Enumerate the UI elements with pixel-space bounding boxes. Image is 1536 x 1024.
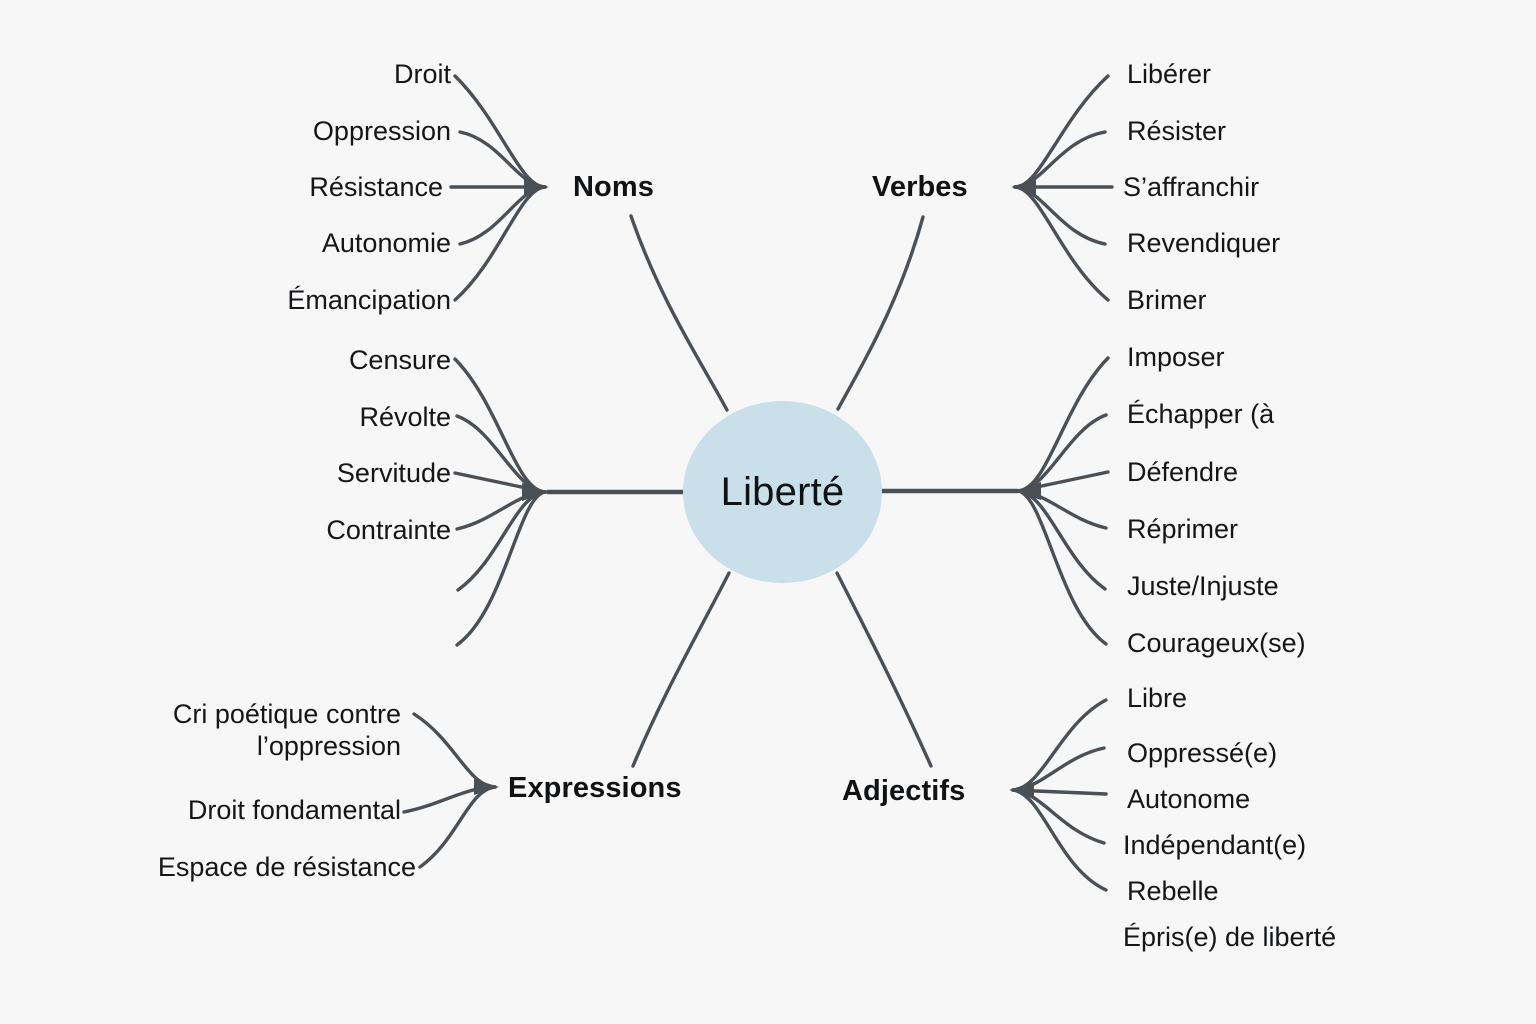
leaf-label-verbes-resister[interactable]: Résister	[1127, 116, 1227, 146]
hub-label-expressions[interactable]: Expressions	[508, 772, 682, 804]
leaf-label-middle-left-revolte[interactable]: Révolte	[359, 402, 451, 432]
leaf-label-adjectifs-epris[interactable]: Épris(e) de liberté	[1123, 922, 1337, 952]
leaf-label-verbes-revendiquer[interactable]: Revendiquer	[1127, 228, 1281, 258]
leaf-wire-middle-left-1	[455, 414, 547, 494]
leaf-wire-verbes-4	[1013, 185, 1110, 302]
leaf-wire-middle-right-1	[1016, 413, 1108, 493]
leaf-label-expressions-espace-resistance[interactable]: Espace de résistance	[157, 852, 416, 882]
center-node[interactable]: Liberté	[683, 401, 882, 583]
leaf-label-middle-left-servitude[interactable]: Servitude	[336, 458, 451, 488]
leaf-label-adjectifs-libre[interactable]: Libre	[1127, 683, 1188, 713]
leaf-wire-middle-right-0	[1016, 356, 1110, 493]
leaf-wire-middle-left-3	[455, 490, 547, 531]
leaf-label-verbes-saffranchir[interactable]: S’affranchir	[1123, 172, 1260, 202]
leaf-wire-expressions-1	[402, 785, 497, 814]
leaf-wire-noms-1	[458, 130, 547, 189]
hub-label-verbes[interactable]: Verbes	[872, 171, 968, 203]
leaf-wire-adjectifs-2	[1011, 788, 1108, 796]
leaf-wire-middle-right-3	[1016, 489, 1108, 530]
leaf-wire-middle-right-5	[1016, 489, 1108, 646]
leaf-label-noms-droit[interactable]: Droit	[393, 59, 451, 89]
leaf-wire-adjectifs-0	[1011, 698, 1108, 792]
leaf-wire-middle-left-0	[453, 357, 547, 494]
leaf-label-middle-right-reprimer[interactable]: Réprimer	[1127, 514, 1239, 544]
trunk-expressions	[631, 571, 731, 768]
leaf-wire-middle-right-4	[1016, 489, 1107, 591]
leaf-wire-noms-4	[453, 185, 547, 302]
leaf-wire-middle-left-5	[455, 490, 547, 647]
leaf-wire-middle-left-4	[456, 490, 547, 592]
leaf-wire-expressions-2	[418, 785, 497, 869]
trunk-verbes	[836, 215, 925, 411]
leaf-wire-adjectifs-1	[1011, 746, 1106, 792]
leaf-label-middle-right-courageux[interactable]: Courageux(se)	[1127, 628, 1306, 658]
leaf-wire-adjectifs-4	[1011, 788, 1108, 892]
leaf-label-middle-right-defendre[interactable]: Défendre	[1127, 457, 1239, 487]
leaf-label-middle-left-censure[interactable]: Censure	[348, 345, 451, 375]
leaf-label-adjectifs-rebelle[interactable]: Rebelle	[1127, 876, 1219, 906]
center-node-label: Liberté	[720, 469, 845, 514]
arrowhead-noms	[524, 179, 549, 195]
leaf-wire-noms-0	[453, 74, 547, 189]
leaf-label-verbes-brimer[interactable]: Brimer	[1127, 285, 1207, 315]
trunk-adjectifs	[835, 571, 933, 768]
leaf-label-expressions-cri-poetique[interactable]: Cri poétique contre l’oppression	[172, 699, 401, 762]
leaf-label-middle-right-imposer[interactable]: Imposer	[1127, 342, 1225, 372]
leaf-label-verbes-liberer[interactable]: Libérer	[1127, 59, 1212, 89]
leaf-wire-verbes-3	[1013, 185, 1107, 246]
leaf-label-noms-oppression[interactable]: Oppression	[312, 116, 451, 146]
leaf-label-adjectifs-independant[interactable]: Indépendant(e)	[1123, 830, 1307, 860]
arrowhead-adjectifs	[1009, 782, 1034, 798]
leaf-wire-expressions-0	[412, 712, 497, 789]
leaf-label-expressions-droit-fondamental[interactable]: Droit fondamental	[187, 795, 401, 825]
leaf-wire-adjectifs-3	[1011, 788, 1106, 845]
leaf-wire-noms-3	[458, 185, 547, 246]
hub-label-adjectifs[interactable]: Adjectifs	[842, 775, 966, 807]
leaf-label-middle-left-contrainte[interactable]: Contrainte	[326, 515, 451, 545]
leaf-label-middle-right-echapper[interactable]: Échapper (à	[1127, 399, 1275, 429]
leaf-label-noms-resistance[interactable]: Résistance	[309, 172, 443, 202]
arrowhead-middle-left	[522, 483, 549, 501]
leaf-wire-verbes-1	[1013, 130, 1107, 189]
trunk-noms	[629, 214, 729, 412]
leaf-label-middle-right-juste-injuste[interactable]: Juste/Injuste	[1127, 571, 1279, 601]
arrowhead-verbes	[1011, 179, 1036, 195]
leaf-label-noms-emancipation[interactable]: Émancipation	[287, 285, 451, 315]
leaf-wire-verbes-0	[1013, 74, 1110, 189]
leaf-wire-middle-right-2	[1016, 470, 1110, 493]
arrowhead-middle-right	[1014, 482, 1041, 500]
hub-label-noms[interactable]: Noms	[573, 171, 654, 203]
arrowhead-expressions	[474, 779, 499, 795]
leaf-wire-middle-left-2	[453, 471, 547, 494]
leaf-label-adjectifs-oppresse[interactable]: Oppressé(e)	[1127, 738, 1278, 768]
leaf-label-noms-autonomie[interactable]: Autonomie	[321, 228, 451, 258]
leaf-label-adjectifs-autonome[interactable]: Autonome	[1127, 784, 1251, 814]
